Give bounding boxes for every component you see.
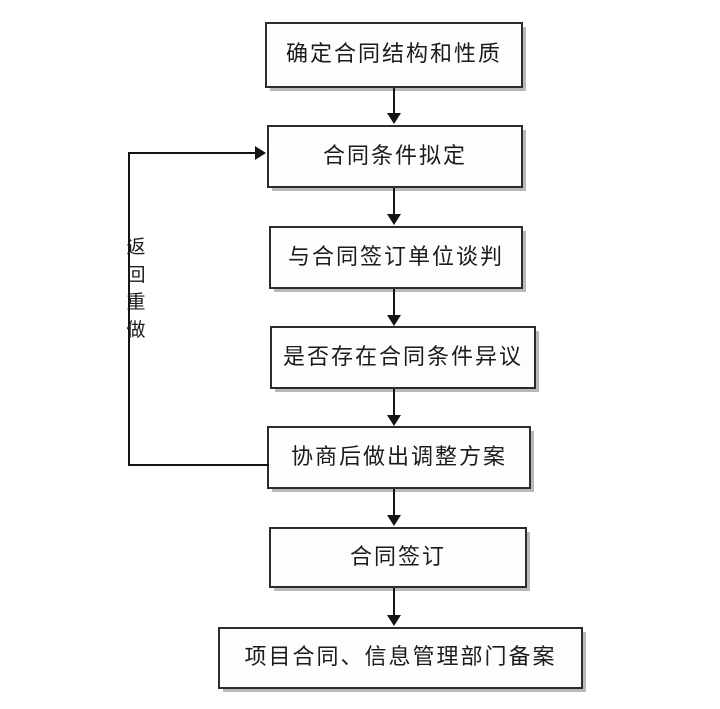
- connector-n2-n3-arrowhead: [387, 214, 401, 225]
- feedback-loop-left-segment: [128, 152, 130, 466]
- connector-n4-n5: [393, 389, 395, 416]
- feedback-loop-bottom-segment: [128, 464, 269, 466]
- flow-node-3[interactable]: 与合同签订单位谈判: [269, 226, 523, 289]
- flow-node-2[interactable]: 合同条件拟定: [267, 125, 523, 188]
- feedback-loop-top-segment: [128, 152, 257, 154]
- flow-node-4[interactable]: 是否存在合同条件异议: [270, 326, 536, 389]
- flow-node-1-label: 确定合同结构和性质: [285, 42, 502, 67]
- connector-n6-n7-arrowhead: [387, 615, 401, 626]
- connector-n1-n2-arrowhead: [387, 113, 401, 124]
- flow-node-5[interactable]: 协商后做出调整方案: [267, 426, 531, 489]
- flow-node-7-label: 项目合同、信息管理部门备案: [244, 645, 557, 670]
- connector-n4-n5-arrowhead: [387, 415, 401, 426]
- connector-n2-n3: [393, 188, 395, 215]
- flow-node-3-label: 与合同签订单位谈判: [287, 244, 504, 270]
- flow-node-7[interactable]: 项目合同、信息管理部门备案: [218, 627, 583, 689]
- flow-node-6[interactable]: 合同签订: [269, 527, 527, 588]
- flow-node-2-label: 合同条件拟定: [322, 143, 467, 169]
- flow-node-1[interactable]: 确定合同结构和性质: [265, 22, 523, 88]
- connector-n3-n4: [393, 289, 395, 316]
- connector-n6-n7: [393, 588, 395, 616]
- feedback-loop-label: 返回重做: [126, 236, 146, 341]
- feedback-loop-arrowhead: [255, 146, 266, 160]
- connector-n1-n2: [393, 88, 395, 115]
- connector-n5-n6-arrowhead: [387, 515, 401, 526]
- flow-node-4-label: 是否存在合同条件异议: [282, 344, 523, 370]
- flow-node-6-label: 合同签订: [349, 544, 446, 570]
- connector-n5-n6: [393, 489, 395, 516]
- connector-n3-n4-arrowhead: [387, 315, 401, 326]
- flow-node-5-label: 协商后做出调整方案: [290, 444, 507, 470]
